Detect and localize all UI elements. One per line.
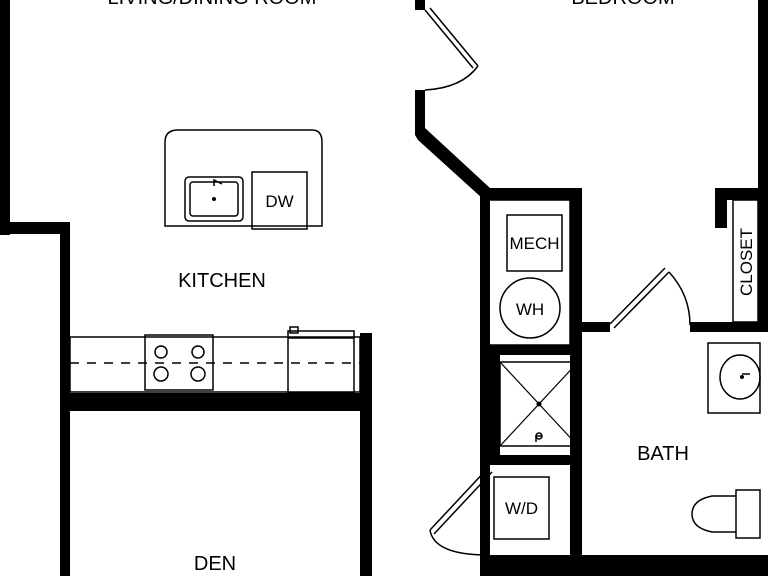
bedroom-door: [424, 7, 479, 91]
water-heater-icon: [499, 277, 561, 339]
laundry-door: [429, 467, 493, 556]
kitchen-island: DW: [164, 129, 323, 230]
kitchen-label: KITCHEN: [178, 270, 266, 292]
mechanical-label: MECH: [509, 234, 559, 253]
sink-icon: [184, 176, 244, 222]
closet-label: CLOSET: [737, 228, 756, 296]
water-heater-label: WH: [516, 300, 544, 319]
shower-icon: [499, 361, 579, 447]
den-label: DEN: [194, 553, 236, 575]
dishwasher-label: DW: [265, 192, 293, 211]
mechanical-icon: [506, 214, 563, 272]
washer-dryer-icon: [493, 476, 550, 540]
kitchen-counter: [69, 326, 361, 394]
range-icon: [144, 334, 214, 391]
bath-sink-icon: [707, 342, 761, 414]
toilet-icon: [691, 489, 761, 539]
dishwasher-icon: [251, 171, 308, 230]
bath-label: BATH: [637, 443, 689, 465]
bath-door: [609, 267, 691, 329]
bathtub-icon: [607, 567, 759, 576]
bedroom-label: BEDROOM: [571, 0, 674, 9]
closet-outline: [732, 199, 759, 323]
living-dining-label: LIVING/DINING ROOM: [108, 0, 317, 9]
washer-dryer-label: W/D: [505, 499, 538, 518]
refrigerator-icon: [287, 330, 355, 394]
